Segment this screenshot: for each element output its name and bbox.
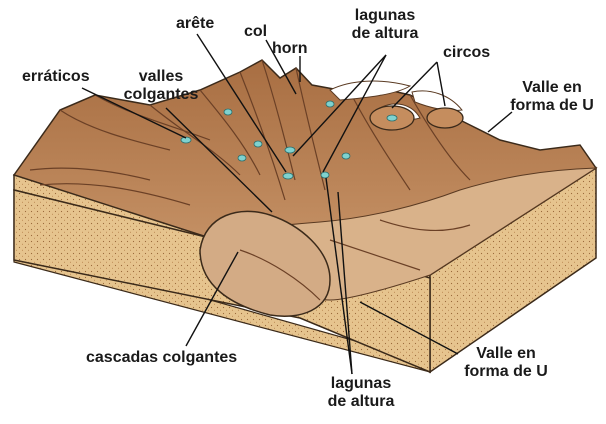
label-valles-colgantes-line2: colgantes (113, 86, 209, 104)
label-cascadas-colgantes: cascadas colgantes (86, 349, 237, 367)
label-circos: circos (443, 44, 490, 62)
label-col: col (244, 23, 267, 41)
label-erraticos: erráticos (22, 68, 90, 86)
label-valle-u-bottom-line1: Valle en (456, 345, 556, 363)
label-valle-u-top-line2: forma de U (502, 97, 602, 115)
label-horn: horn (272, 40, 308, 58)
label-lagunas-bottom-line1: lagunas (314, 375, 408, 393)
label-lagunas-top-line1: lagunas (336, 7, 434, 25)
label-valle-u-top: Valle en forma de U (502, 79, 602, 115)
label-lagunas-top-line2: de altura (336, 25, 434, 43)
label-lagunas-bottom: lagunas de altura (314, 375, 408, 411)
label-valle-u-bottom: Valle en forma de U (456, 345, 556, 381)
label-valle-u-top-line1: Valle en (502, 79, 602, 97)
label-valles-colgantes: valles colgantes (113, 68, 209, 104)
label-valles-colgantes-line1: valles (113, 68, 209, 86)
label-valle-u-bottom-line2: forma de U (456, 363, 556, 381)
label-arete: arête (176, 15, 214, 33)
label-lagunas-top: lagunas de altura (336, 7, 434, 43)
label-lagunas-bottom-line2: de altura (314, 393, 408, 411)
